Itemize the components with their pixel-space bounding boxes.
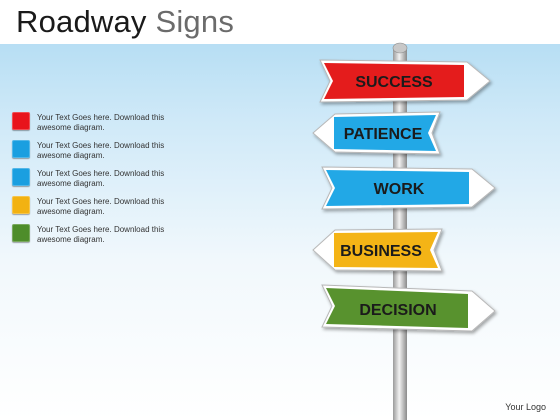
sign-business-panel <box>334 232 438 268</box>
legend-text: Your Text Goes here. Download this aweso… <box>37 141 165 160</box>
legend-item: Your Text Goes here. Download this aweso… <box>12 168 182 196</box>
title-bar: Roadway Signs <box>0 0 560 44</box>
legend-swatch <box>12 224 30 242</box>
sign-success <box>319 59 491 103</box>
sign-label-business: BUSINESS <box>340 243 422 260</box>
signpost-pole-cap <box>392 42 408 54</box>
title-word-2: Signs <box>155 4 235 39</box>
sign-label-patience: PATIENCE <box>344 126 423 143</box>
sign-label-work: WORK <box>374 181 425 198</box>
legend-swatch <box>12 196 30 214</box>
legend-text: Your Text Goes here. Download this aweso… <box>37 169 165 188</box>
legend-swatch <box>12 112 30 130</box>
footer-logo-text: Your Logo <box>505 402 546 412</box>
sign-label-decision: DECISION <box>359 302 436 319</box>
legend-swatch <box>12 140 30 158</box>
sign-business <box>312 228 443 272</box>
sign-patience-panel <box>334 115 436 151</box>
legend-item: Your Text Goes here. Download this aweso… <box>12 112 182 140</box>
page-title: Roadway Signs <box>16 4 234 40</box>
sign-decision-panel <box>326 288 468 328</box>
title-word-1: Roadway <box>16 4 147 39</box>
sign-decision <box>321 284 496 332</box>
sign-work <box>321 166 496 210</box>
sign-success-panel <box>324 63 464 99</box>
legend-text: Your Text Goes here. Download this aweso… <box>37 225 165 244</box>
legend-text: Your Text Goes here. Download this aweso… <box>37 197 165 216</box>
legend-item: Your Text Goes here. Download this aweso… <box>12 140 182 168</box>
sign-work-panel <box>326 170 469 206</box>
legend-swatch <box>12 168 30 186</box>
sign-patience <box>312 111 441 155</box>
sign-label-success: SUCCESS <box>355 74 433 91</box>
legend-item: Your Text Goes here. Download this aweso… <box>12 224 182 252</box>
legend-item: Your Text Goes here. Download this aweso… <box>12 196 182 224</box>
legend: Your Text Goes here. Download this aweso… <box>12 112 182 252</box>
legend-text: Your Text Goes here. Download this aweso… <box>37 113 165 132</box>
